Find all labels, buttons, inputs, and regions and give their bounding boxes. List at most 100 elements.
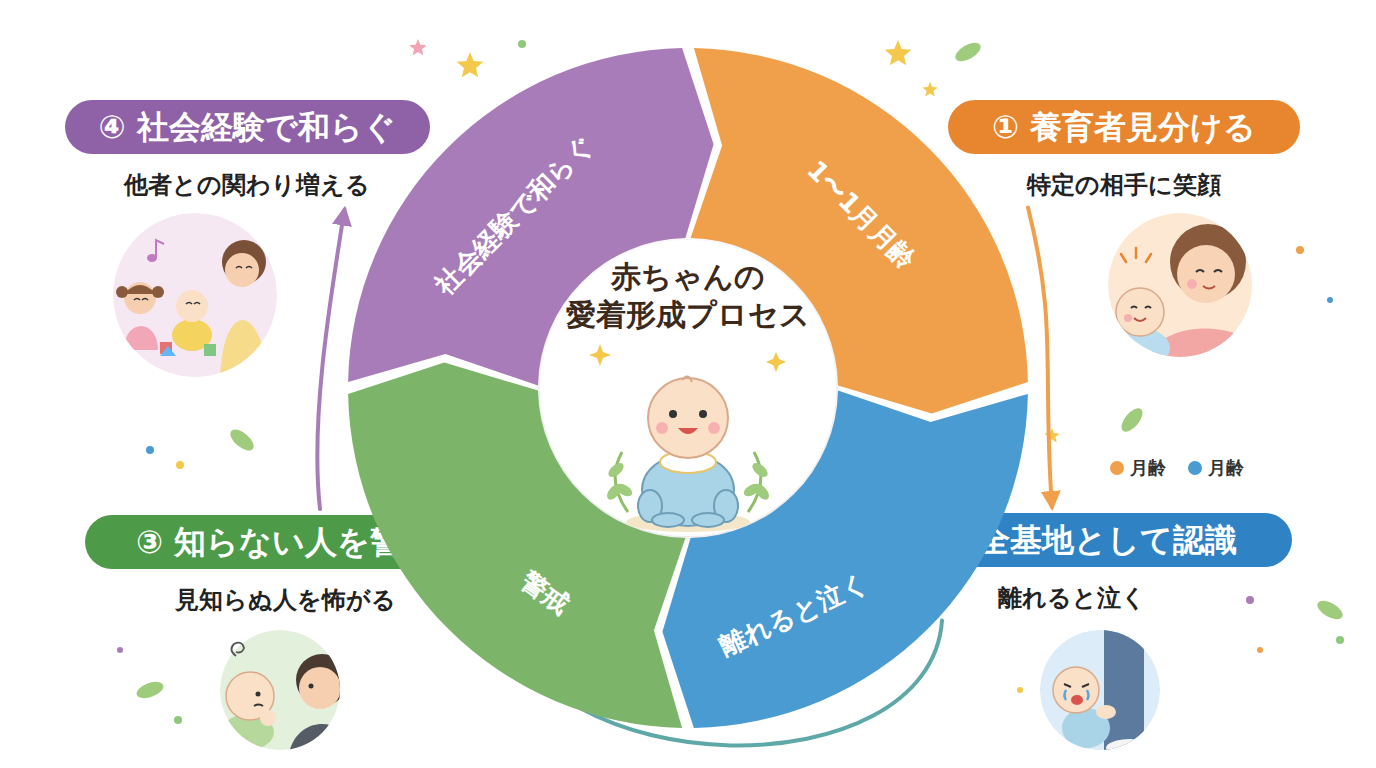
dot [176,461,184,469]
decoration [669,410,677,418]
decoration [606,460,626,479]
decoration [260,710,276,726]
worry-mark [231,643,244,656]
decoration [236,267,252,269]
star [409,39,426,55]
decoration [1053,667,1099,713]
decoration [299,667,341,709]
leaf [134,679,165,702]
ring-segment: 社会経験で和らぐ [346,46,688,388]
mother-baby-illustration [1108,213,1262,368]
decoration [1196,270,1222,272]
leaf [1118,405,1147,435]
decoration [1124,314,1132,322]
decoration [160,346,176,356]
decoration [750,460,770,479]
decoration [1131,307,1151,309]
decoration [648,378,728,458]
decoration [204,344,216,356]
leaf [227,426,257,455]
decoration [116,286,128,298]
decoration [1071,695,1083,705]
decoration [589,344,611,366]
decoration [1087,690,1089,700]
segment-arrow [662,391,1028,728]
decoration [1096,705,1116,719]
decoration [254,705,263,707]
dot [1257,647,1263,653]
dot [146,446,154,454]
segment-arrow [348,362,685,728]
stage-heading: ① 養育者見分ける [948,100,1300,154]
legend-swatch [1110,461,1124,475]
decoration [1064,684,1089,687]
stage-description: 他者との関わり増える [124,170,370,201]
flow-arrow [317,210,344,509]
decoration [615,452,628,512]
legend-text: 月齢 [1130,456,1166,480]
segment-shape [346,388,688,730]
decoration [1106,739,1154,757]
dot [1336,636,1344,644]
dot [174,716,182,724]
segment-arrow [348,48,713,385]
star [457,52,484,77]
decoration [1187,279,1197,289]
leaf [952,39,983,65]
dot [1246,596,1254,604]
decoration [124,285,156,294]
stage-description: 離れると泣く [998,583,1146,614]
dot [1327,297,1333,303]
decoration [656,422,668,434]
ring-segment: 1〜1月月齢 [688,46,1030,388]
leaf [1314,597,1345,623]
decoration [309,684,314,689]
decoration [692,513,724,527]
legend-item: 月齢 [1188,456,1244,480]
dot [1017,687,1023,693]
decoration [256,692,261,697]
legend-swatch [1188,461,1202,475]
decoration [1203,286,1215,289]
legend-item: 月齢 [1110,456,1166,480]
decoration [134,299,148,301]
legend: 月齢 月齢 [1110,456,1244,480]
stage-heading: ④ 社会経験で和らぐ [65,100,430,154]
baby-illustration [589,344,786,532]
decoration [682,376,692,382]
decoration [225,253,259,287]
decoration [156,240,164,258]
decoration [652,513,684,527]
decoration [124,326,158,350]
stage-label: ④ 社会経験で和らぐ他者との関わり増える [65,100,430,202]
center-disc [540,240,836,536]
stranger-illustration [220,630,356,760]
dot [117,647,123,653]
legend-text: 月齢 [1208,456,1244,480]
stage-description: 見知らぬ人を怖がる [175,585,396,616]
decoration [604,482,623,502]
dot [1296,246,1304,254]
decoration [1177,245,1235,303]
decoration [1104,620,1144,760]
star [885,40,912,65]
joy-marks [1121,248,1151,262]
music-note [147,240,164,262]
dot [518,40,526,48]
segment-arrow [691,48,1028,414]
stage-description: 特定の相手に笑顔 [1027,170,1221,201]
decoration [699,410,707,418]
decoration [176,290,208,322]
decoration [1116,288,1164,336]
decoration [748,452,761,512]
decoration [766,352,786,372]
decoration [152,286,164,298]
crying-baby-illustration [1040,620,1160,760]
decoration [708,422,720,434]
decoration [1065,690,1067,700]
stage-label: ① 養育者見分ける特定の相手に笑顔 [948,100,1300,202]
decoration [220,320,268,380]
playing-illustration [113,213,277,380]
decoration [186,303,200,305]
